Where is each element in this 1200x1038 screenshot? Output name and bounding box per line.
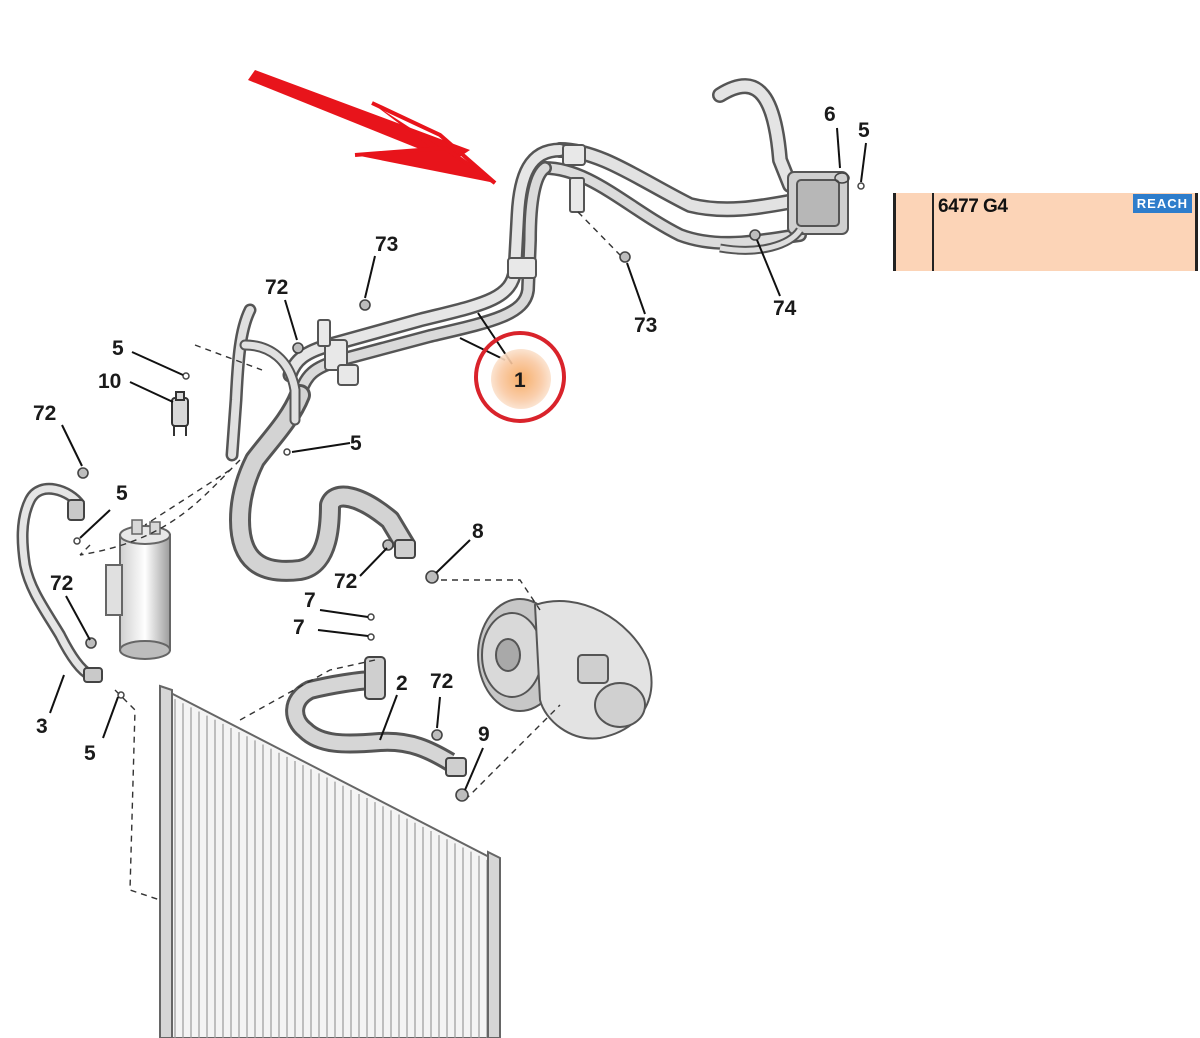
callout-9: 9 (478, 723, 490, 746)
callout-5: 5 (116, 482, 128, 505)
receiver-drier (105, 519, 171, 660)
expansion-valve-connection (719, 227, 804, 255)
callout-7: 7 (293, 616, 305, 639)
o-rings (73, 172, 865, 699)
pipe-brackets (317, 144, 849, 386)
callout-1: 1 (514, 369, 526, 392)
callout-72: 72 (265, 276, 288, 299)
panel-divider (932, 193, 934, 271)
ac-compressor (477, 598, 653, 740)
callout-6: 6 (824, 103, 836, 126)
part-reference-panel: 6477 G4 REACH (893, 193, 1198, 271)
pressure-sensor (171, 391, 189, 436)
callout-8: 8 (472, 520, 484, 543)
pipe-2-fittings (364, 539, 467, 777)
red-arrow (248, 70, 497, 185)
fasteners (77, 229, 761, 802)
pipe-3-fittings (67, 499, 103, 683)
callout-7: 7 (304, 589, 316, 612)
callout-3: 3 (36, 715, 48, 738)
callout-5: 5 (858, 119, 870, 142)
reach-badge: REACH (1132, 194, 1192, 213)
callout-72: 72 (430, 670, 453, 693)
pipe-2 (285, 670, 456, 771)
callout-2: 2 (396, 672, 408, 695)
callout-10: 10 (98, 370, 121, 393)
pipe-3 (16, 482, 94, 681)
callout-73: 73 (634, 314, 657, 337)
callout-72: 72 (50, 572, 73, 595)
callout-5: 5 (112, 337, 124, 360)
callout-72: 72 (33, 402, 56, 425)
callout-72: 72 (334, 570, 357, 593)
callout-5: 5 (84, 742, 96, 765)
condenser (159, 684, 501, 1038)
dashed-assembly-lines (79, 211, 621, 901)
callout-5: 5 (350, 432, 362, 455)
callout-73: 73 (375, 233, 398, 256)
callout-leaders (49, 127, 867, 791)
part-reference-code: 6477 G4 (938, 196, 1008, 217)
highlight-circle (474, 331, 566, 423)
callout-74: 74 (773, 297, 797, 320)
callout-labels: 1 2 3 5 5 5 5 5 6 7 7 8 9 10 72 72 72 72… (33, 103, 870, 765)
